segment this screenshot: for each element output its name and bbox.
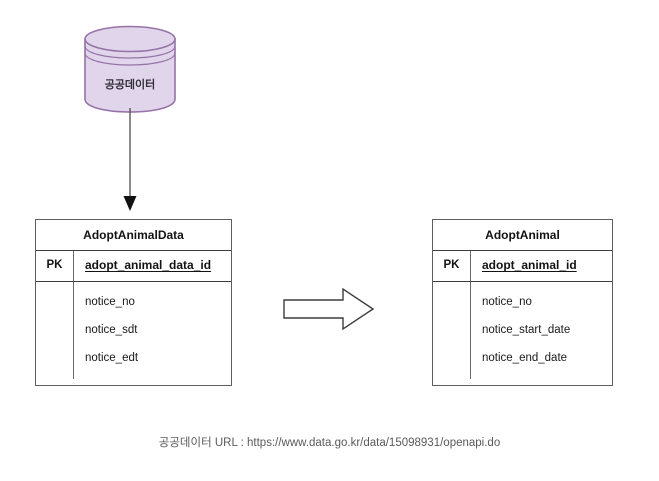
entity-table-adopt-animal: AdoptAnimal PK adopt_animal_id notice_no… [432,219,613,386]
database-label: 공공데이터 [104,79,156,91]
entity-field: notice_edt [85,352,139,364]
primary-key-field: adopt_animal_data_id [74,251,231,281]
primary-key-field-label: adopt_animal_id [482,258,577,272]
key-column-gutter [433,282,471,379]
entity-primary-key-row: PK adopt_animal_id [433,251,612,282]
source-url-caption: 공공데이터 URL : https://www.data.go.kr/data/… [158,437,501,449]
entity-field: notice_no [85,296,135,308]
entity-title: AdoptAnimalData [36,220,231,251]
entity-field: notice_end_date [482,352,568,364]
entity-table-adopt-animal-data: AdoptAnimalData PK adopt_animal_data_id … [35,219,232,386]
primary-key-badge: PK [36,251,74,281]
arrow-down-icon [112,108,148,213]
entity-field: notice_start_date [482,324,571,336]
key-column-gutter [36,282,74,379]
entity-field: notice_no [482,296,532,308]
primary-key-field: adopt_animal_id [471,251,612,281]
entity-title: AdoptAnimal [433,220,612,251]
database-cylinder-icon [84,25,176,113]
primary-key-field-label: adopt_animal_data_id [85,258,212,272]
entity-field-list: notice_no notice_sdt notice_edt [36,282,231,385]
entity-field-list: notice_no notice_start_date notice_end_d… [433,282,612,385]
primary-key-badge: PK [433,251,471,281]
entity-field: notice_sdt [85,324,138,336]
block-arrow-right-icon [283,287,375,331]
entity-primary-key-row: PK adopt_animal_data_id [36,251,231,282]
